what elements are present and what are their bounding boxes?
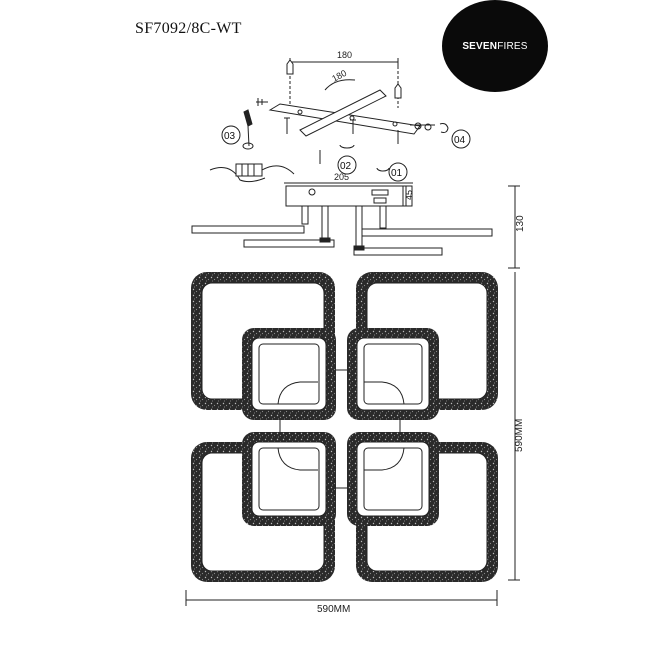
callout-02: 02 [340,161,352,172]
brand-logo-light: FIRES [497,40,528,52]
brand-logo-bold: SEVEN [462,40,498,52]
ring-inner-top-left-hole [251,337,327,411]
callout-03: 03 [224,131,236,142]
model-code: SF7092/8C-WT [135,20,242,37]
dim-base-width: 205 [334,172,349,182]
side-view: 205 45 [191,172,493,256]
top-view [191,272,498,582]
dim-side-height: 130 [515,215,526,232]
dim-base-height: 45 [404,190,414,200]
width-dimension: 590MM [185,590,498,615]
callout-04: 04 [454,135,466,146]
dim-hole-spacing: 180 [330,68,348,84]
ring-inner-bottom-right-hole [356,441,430,517]
callout-01: 01 [391,168,403,179]
height-dimensions: 130 590MM [508,185,526,581]
ring-inner-bottom-left-hole [251,441,327,517]
dim-total-width: 590MM [317,604,350,615]
ring-inner-top-right-hole [356,337,430,411]
mounting-plate-group: 180 180 03 [209,50,471,183]
brand-logo: SEVENFIRES [442,0,548,92]
dim-total-height: 590MM [514,419,525,452]
dim-plate-length: 180 [337,50,352,60]
